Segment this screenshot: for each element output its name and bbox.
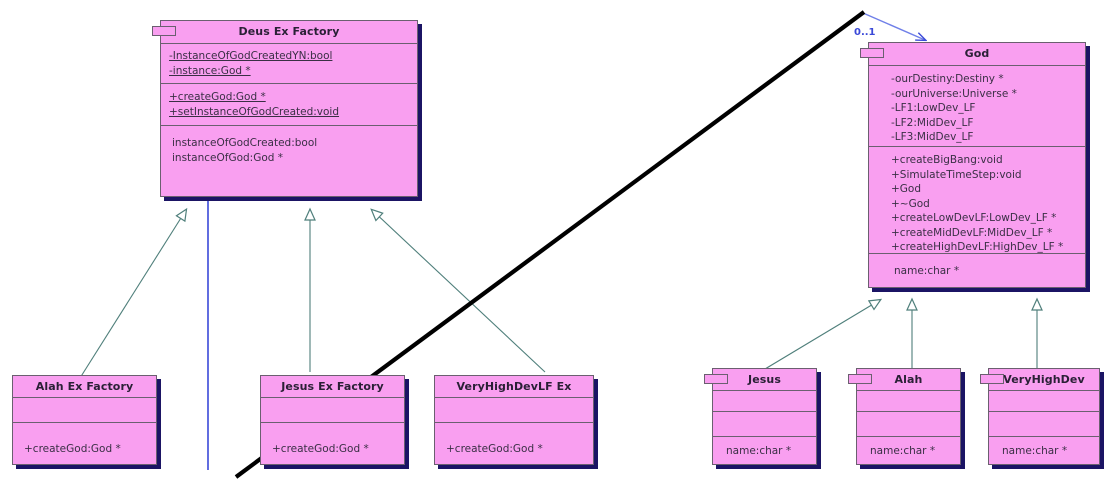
extra-row: instanceOfGod:God * [172, 151, 284, 164]
generalization-jesus-to-god [759, 298, 883, 373]
operations-compartment: +createGod:God * [435, 423, 593, 464]
operations-compartment [857, 412, 960, 437]
operation-row: +createHighDevLF:HighDev_LF * [891, 241, 1064, 253]
class-title-veryhighdev-lf: VeryHighDev LF [1003, 373, 1085, 386]
operation-row: +~God [891, 197, 930, 210]
extra-row: name:char * [1002, 445, 1068, 457]
operation-row: +createGod:God * [446, 443, 543, 455]
class-title-alah-ex-factory: Alah Ex Factory [35, 380, 134, 393]
class-alah-ex-factory[interactable]: Alah Ex Factory +createGod:God * [12, 375, 157, 465]
operation-row: +setInstanceOfGodCreated:void [169, 105, 340, 118]
operations-compartment [713, 412, 816, 437]
attribute-row: -InstanceOfGodCreatedYN:bool [169, 50, 333, 62]
operations-compartment: +createGod:God * [261, 423, 404, 464]
operation-row: +createGod:God * [272, 443, 369, 455]
operation-row: +createGod:God * [24, 443, 121, 455]
operation-row: +createMidDevLF:MidDev_LF * [891, 226, 1053, 239]
attributes-compartment [857, 391, 960, 412]
attributes-compartment [435, 398, 593, 423]
class-alah[interactable]: Alah name:char * [848, 368, 961, 465]
operation-row: +createLowDevLF:LowDev_LF * [891, 212, 1057, 224]
operation-row: +SimulateTimeStep:void [891, 168, 1022, 181]
class-god[interactable]: God -ourDestiny:Destiny * -ourUniverse:U… [860, 42, 1086, 288]
attributes-compartment: -ourDestiny:Destiny * -ourUniverse:Unive… [869, 66, 1085, 147]
operations-compartment [989, 412, 1099, 437]
extra-compartment: name:char * [857, 437, 960, 464]
class-tab-icon [152, 26, 176, 36]
generalization-group-right [759, 297, 1043, 373]
class-deus-ex-factory[interactable]: Deus Ex Factory -InstanceOfGodCreatedYN:… [152, 20, 418, 198]
attribute-row: -LF3:MidDev_LF [891, 131, 974, 143]
class-title-jesus: Jesus [748, 373, 781, 386]
class-veryhighdev-lf[interactable]: VeryHighDev LF name:char * [980, 368, 1100, 465]
class-tab-icon [980, 374, 1004, 384]
class-title-jesus-ex-factory: Jesus Ex Factory [281, 380, 384, 393]
generalization-veryhighdevlfexfactory-to-deus [370, 208, 546, 373]
attributes-compartment [713, 391, 816, 412]
operation-row: +createBigBang:void [891, 154, 1003, 166]
class-title-veryhighdevlf-ex-factory: VeryHighDevLF Ex Factory [456, 380, 572, 393]
attributes-compartment [13, 398, 156, 423]
attribute-row: -ourUniverse:Universe * [891, 87, 1017, 100]
extra-row: name:char * [870, 445, 936, 457]
attribute-row: -ourDestiny:Destiny * [891, 73, 1004, 85]
attribute-row: -LF1:LowDev_LF [891, 102, 976, 114]
attributes-compartment: -InstanceOfGodCreatedYN:bool -instance:G… [161, 44, 417, 84]
class-jesus-ex-factory[interactable]: Jesus Ex Factory +createGod:God * [260, 375, 405, 465]
attribute-row: -LF2:MidDev_LF [891, 116, 974, 129]
class-jesus[interactable]: Jesus name:char * [704, 368, 817, 465]
class-tab-icon [860, 48, 884, 58]
class-title-alah: Alah [894, 373, 923, 386]
extra-compartment: name:char * [869, 254, 1085, 287]
attribute-row: -instance:God * [169, 64, 251, 77]
extra-compartment: name:char * [713, 437, 816, 464]
attributes-compartment [989, 391, 1099, 412]
extra-row: name:char * [894, 265, 960, 277]
operations-compartment: +createGod:God * [13, 423, 156, 464]
extra-compartment: name:char * [989, 437, 1099, 464]
operation-row: +God [891, 183, 922, 195]
class-title-god: God [964, 47, 990, 60]
extra-compartment: instanceOfGodCreated:bool instanceOfGod:… [161, 126, 417, 198]
attributes-compartment [261, 398, 404, 423]
operations-compartment: +createBigBang:void +SimulateTimeStep:vo… [869, 147, 1085, 254]
class-tab-icon [848, 374, 872, 384]
extra-row: name:char * [726, 445, 792, 457]
class-veryhighdevlf-ex-factory[interactable]: VeryHighDevLF Ex Factory +createGod:God … [434, 375, 594, 465]
operation-row: +createGod:God * [169, 91, 266, 103]
class-tab-icon [704, 374, 728, 384]
class-title-deus-ex-factory: Deus Ex Factory [238, 25, 340, 38]
generalization-alahexfactory-to-deus [79, 207, 188, 379]
extra-row: instanceOfGodCreated:bool [172, 137, 318, 149]
operations-compartment: +createGod:God * +setInstanceOfGodCreate… [161, 84, 417, 126]
multiplicity-label-0-1: 0..1 [854, 27, 876, 38]
generalization-group-left [79, 207, 546, 379]
